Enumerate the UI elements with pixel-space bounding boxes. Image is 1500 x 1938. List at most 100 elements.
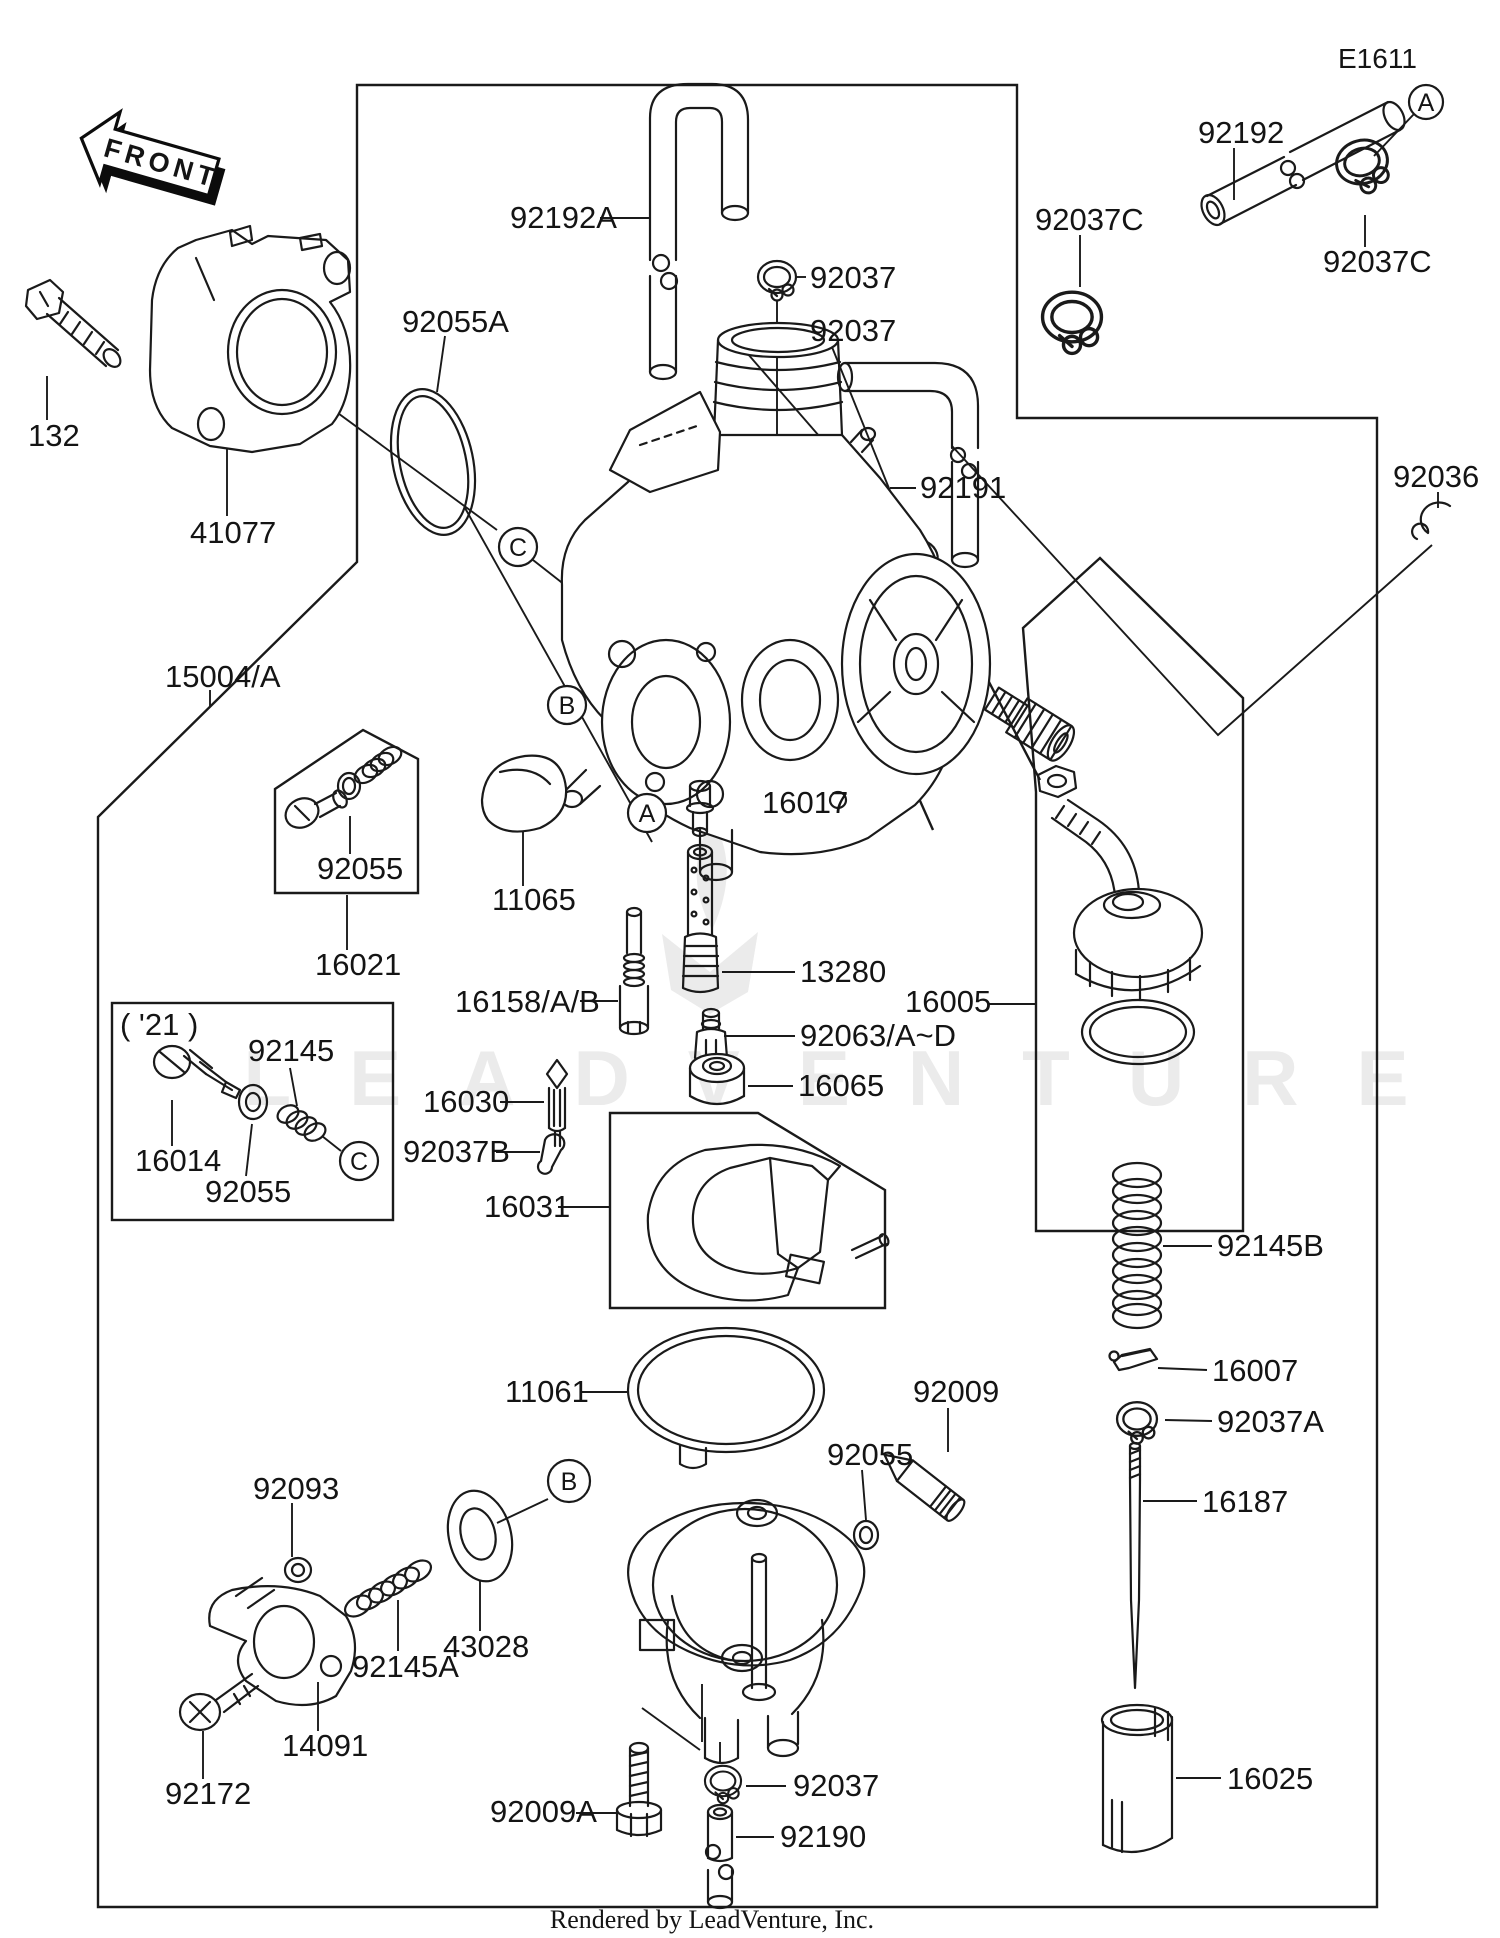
needle-jet-13280 [681, 843, 720, 994]
pilot-screw-set-2021 [152, 1044, 327, 1142]
needle-clip-16007 [1108, 1347, 1159, 1372]
clamp-92037a [1115, 1401, 1159, 1445]
part-label-92145a: 92145A [352, 1649, 459, 1684]
year-21-box [110, 1001, 395, 1222]
part-label-15004a: 15004/A [165, 659, 281, 694]
slide-tube-16025 [1100, 1703, 1174, 1854]
leadventure-watermark: LEADVENTURE [243, 822, 1466, 1122]
part-label-16187: 16187 [1202, 1484, 1288, 1519]
part-label-132: 132 [28, 418, 80, 453]
main-jet-holder-16158 [618, 906, 650, 1036]
diaphragm-11061 [626, 1326, 826, 1470]
front-arrow: FRONT [79, 108, 226, 206]
fuel-cap-box [1021, 556, 1245, 1233]
pilot-screw-set-92055 [284, 745, 403, 829]
footer-credit: Rendered by LeadVenture, Inc. [550, 1905, 874, 1934]
part-label-92037b: 92037B [403, 1134, 510, 1169]
part-label-13280: 13280 [800, 954, 886, 989]
part-label-16158ab: 16158/A/B [455, 984, 600, 1019]
bolt-132 [24, 278, 122, 368]
part-label-92192-top: 92192 [1198, 115, 1284, 150]
float-16031 [646, 1143, 890, 1302]
part-label-92192a: 92192A [510, 200, 617, 235]
callout-b-4: B [546, 1458, 592, 1504]
valve-seat-16065 [688, 1052, 746, 1106]
part-label-92037-3: 92037 [793, 1768, 879, 1803]
part-label-92055-bowl: 92055 [827, 1437, 913, 1472]
clip-92036 [1411, 501, 1452, 541]
drain-lever-14091 [208, 1576, 357, 1707]
clamp-92037c-left [1040, 290, 1104, 356]
part-label-92172: 92172 [165, 1776, 251, 1811]
svg-text:B: B [559, 692, 576, 720]
part-label-16017: 16017 [762, 785, 848, 820]
callout-c-3: C [497, 526, 539, 568]
cap-11065 [480, 754, 568, 833]
part-label-92037c-left: 92037C [1035, 202, 1144, 237]
part-label-92009: 92009 [913, 1374, 999, 1409]
callout-a-1: A [626, 792, 668, 834]
jet-needle-16187 [1128, 1441, 1142, 1690]
part-label-41077: 41077 [190, 515, 276, 550]
part-label-16065: 16065 [798, 1068, 884, 1103]
hose-92190 [704, 1803, 735, 1910]
fuel-hose-92191 [836, 361, 980, 569]
part-label-92055-box: 92055 [317, 851, 403, 886]
fuel-cap-assembly-16005 [983, 686, 1204, 1066]
screw-92009 [883, 1453, 966, 1522]
o-ring-92055a [389, 388, 477, 536]
part-label-92191: 92191 [920, 470, 1006, 505]
svg-text:B: B [561, 1468, 578, 1496]
watermark-text: LEADVENTURE [243, 1034, 1466, 1122]
callout-circles: A A B C B C [338, 83, 1445, 1504]
svg-text:A: A [1418, 89, 1435, 117]
clamp-92037-bottom [703, 1764, 743, 1805]
tube-92192 [1200, 100, 1406, 227]
part-label-92145b: 92145B [1217, 1228, 1324, 1263]
nut-92093 [283, 1556, 313, 1584]
carburetor-holder-41077 [148, 224, 352, 454]
float-bowl [627, 1498, 866, 1765]
part-label-92037c-right: 92037C [1323, 244, 1432, 279]
part-label-92055-21: 92055 [205, 1174, 291, 1209]
plate-43028 [446, 1489, 514, 1583]
part-label-14091: 14091 [282, 1728, 368, 1763]
part-label-11065: 11065 [492, 882, 576, 917]
spring-92145b [1111, 1161, 1163, 1330]
pilot-jet-16017 [685, 779, 715, 838]
main-assembly-box [96, 83, 1379, 1909]
o-ring-92055-bowl [852, 1519, 880, 1551]
part-label-year-21: ( '21 ) [120, 1007, 198, 1042]
part-label-16021: 16021 [315, 947, 401, 982]
part-label-92037a: 92037A [1217, 1404, 1324, 1439]
part-label-92009a: 92009A [490, 1794, 597, 1829]
part-label-16007: 16007 [1212, 1353, 1298, 1388]
bolt-92009a [615, 1741, 663, 1838]
part-label-92190: 92190 [780, 1819, 866, 1854]
clip-92037b [536, 1133, 566, 1175]
breather-hose-92192a [648, 82, 750, 381]
callout-a-0: A [1407, 83, 1445, 121]
part-number-labels: E16119219292037C92037C92192A920379203792… [28, 43, 1479, 1854]
part-label-92036: 92036 [1393, 459, 1479, 494]
carburetor-body [560, 321, 992, 882]
part-label-16005: 16005 [905, 984, 991, 1019]
part-label-43028: 43028 [443, 1629, 529, 1664]
part-label-92063ad: 92063/A~D [800, 1018, 956, 1053]
part-label-92145: 92145 [248, 1033, 334, 1068]
part-label-16025: 16025 [1227, 1761, 1313, 1796]
float-box [608, 1111, 887, 1310]
callout-b-2: B [546, 684, 588, 726]
part-label-92037-2: 92037 [810, 313, 896, 348]
clamp-92037-top [756, 259, 798, 302]
pilot-screw-box [273, 728, 420, 895]
svg-text:C: C [350, 1148, 368, 1176]
screw-92172 [178, 1672, 260, 1732]
part-label-16014: 16014 [135, 1143, 221, 1178]
part-label-e1611: E1611 [1338, 43, 1417, 74]
part-label-92037-1: 92037 [810, 260, 896, 295]
callout-c-5: C [338, 1140, 380, 1182]
part-label-92055a: 92055A [402, 304, 509, 339]
